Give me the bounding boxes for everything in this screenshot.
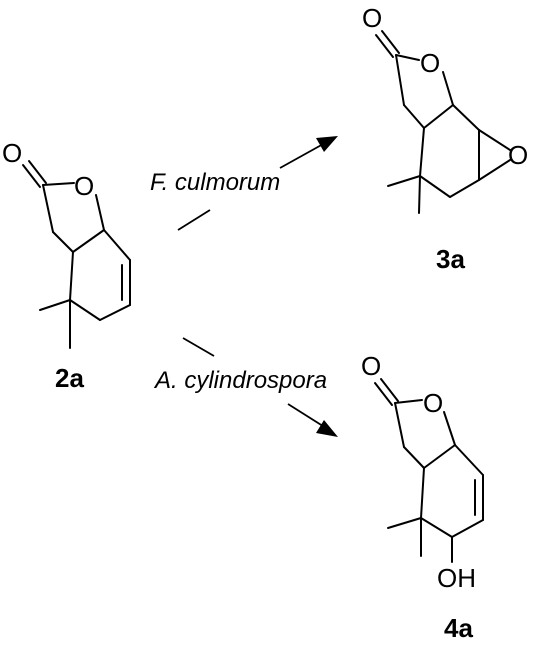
compound-3a-epoxide-oxygen: O [508,140,528,170]
arrowhead-upper [316,136,338,152]
reaction-arrow-upper: F. culmorum [150,136,338,231]
compound-4a: O O OH 4a [361,351,484,643]
compound-4a-carbonyl-oxygen: O [361,351,381,381]
reaction-arrow-lower: A. cylindrospora [153,337,338,437]
compound-3a-carbonyl-oxygen: O [362,3,382,33]
compound-2a-bonds [22,160,131,349]
compound-3a-bonds [375,30,511,214]
arrowhead-lower [316,420,338,437]
compound-4a-ring-oxygen: O [423,388,443,418]
compound-3a: O O O 3a [362,3,528,274]
compound-2a-label: 2a [55,363,84,393]
compound-3a-ring-oxygen: O [420,48,440,78]
compound-2a: O O 2a [2,138,131,393]
compound-2a-ring-oxygen: O [74,171,94,201]
compound-4a-hydroxyl: OH [437,563,476,593]
compound-4a-label: 4a [444,613,473,643]
compound-2a-carbonyl-oxygen: O [2,138,22,168]
compound-3a-label: 3a [436,244,465,274]
organism-lower: A. cylindrospora [153,367,327,394]
compound-4a-bonds [374,378,484,563]
organism-upper: F. culmorum [150,169,280,196]
